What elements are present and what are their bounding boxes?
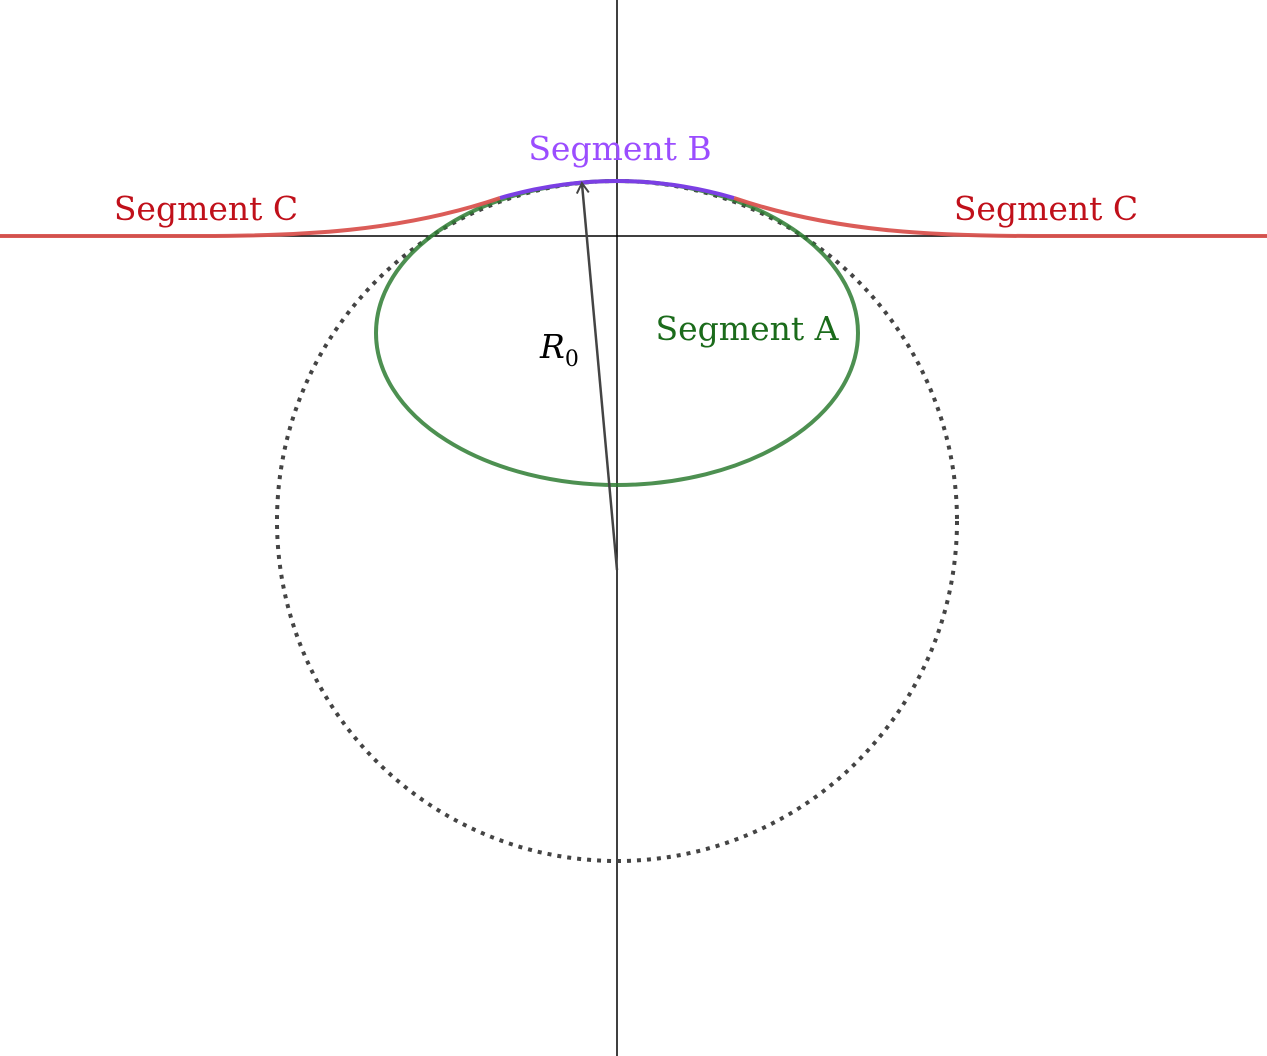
segment-b-curve xyxy=(499,179,735,200)
segment-c-left-label: Segment C xyxy=(114,189,298,228)
radius-label: R0 xyxy=(539,327,579,372)
radius-subscript: 0 xyxy=(565,347,579,372)
radius-symbol: R xyxy=(539,327,565,366)
segment-a-label: Segment A xyxy=(656,309,840,348)
segment-c-left-curve xyxy=(0,196,501,238)
segment-c-right-curve xyxy=(733,196,1267,238)
radius-arrow xyxy=(575,181,619,571)
segment-b-label: Segment B xyxy=(528,129,711,168)
segment-c-right-label: Segment C xyxy=(954,189,1138,228)
